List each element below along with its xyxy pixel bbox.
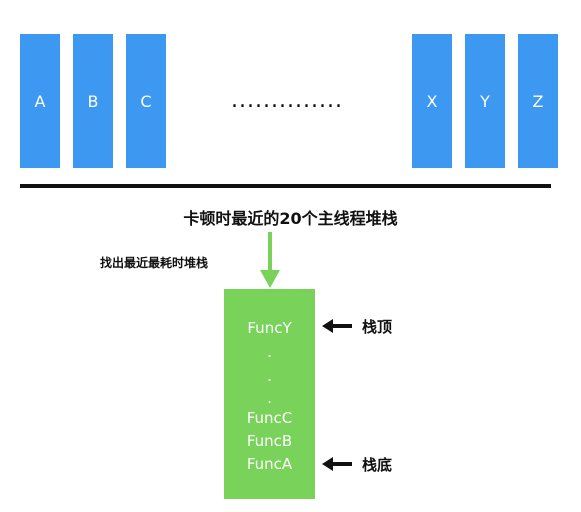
thread-bar-a: A <box>20 34 60 168</box>
divider <box>20 184 551 188</box>
thread-bar-label: X <box>426 91 438 111</box>
stack-bottom-label: 栈底 <box>362 456 393 474</box>
down-arrow-icon <box>260 232 280 288</box>
thread-bar-label: C <box>140 91 152 111</box>
stack-frame: . <box>267 343 272 361</box>
thread-bar-label: Z <box>532 91 544 111</box>
thread-bar-label: B <box>87 91 99 111</box>
stack-top-label: 栈顶 <box>362 318 393 336</box>
stack-frame: . <box>267 389 272 407</box>
thread-bar-y: Y <box>465 34 505 168</box>
stack-frame: FuncA <box>246 455 293 473</box>
stack-frame: FuncB <box>246 432 293 450</box>
thread-bar-label: Y <box>480 91 490 111</box>
ellipsis: .............. <box>231 88 343 113</box>
thread-bar-label: A <box>34 91 46 111</box>
thread-bar-c: C <box>126 34 166 168</box>
stack-frame: . <box>267 367 272 385</box>
side-caption: 找出最近最耗时堆栈 <box>100 256 209 270</box>
thread-bar-x: X <box>412 34 452 168</box>
stack-frame: FuncC <box>246 409 293 427</box>
stack-bottom-arrow-icon <box>322 457 352 471</box>
main-caption: 卡顿时最近的20个主线程堆栈 <box>183 209 398 228</box>
thread-bar-b: B <box>73 34 113 168</box>
stack-top-arrow-icon <box>322 319 352 333</box>
thread-bar-z: Z <box>518 34 558 168</box>
stack-frame: FuncY <box>247 319 292 337</box>
call-stack: FuncY . . . FuncC FuncB FuncA <box>224 289 315 499</box>
